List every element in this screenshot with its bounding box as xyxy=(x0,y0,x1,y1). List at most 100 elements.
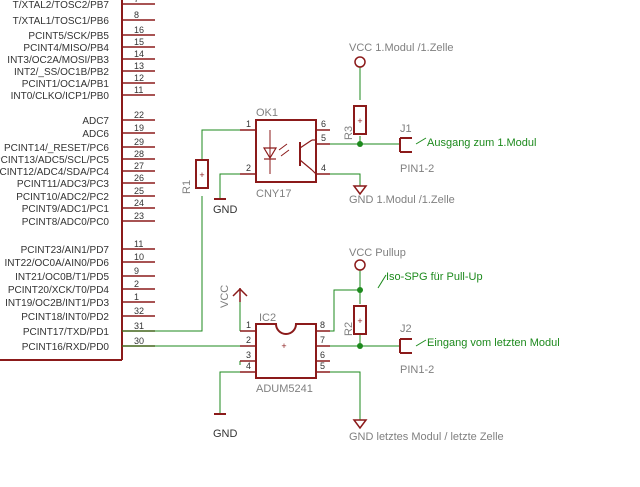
mcu-pin-number: 2 xyxy=(134,279,139,289)
ok1-name: OK1 xyxy=(256,107,278,119)
mcu-pin-number: 32 xyxy=(134,306,144,316)
note-leaders xyxy=(377,137,427,347)
j2-note: Eingang vom letzten Modul xyxy=(427,337,560,349)
ic2-pin8: 8 xyxy=(320,320,325,330)
iso-spg-note: Iso-SPG für Pull-Up xyxy=(386,271,483,283)
ic2-pin7: 7 xyxy=(320,335,325,345)
r1-label: R1 xyxy=(181,180,193,194)
gnd-last-symbol: GND letztes Modul / letzte Zelle xyxy=(349,419,504,443)
vcc-arrow-symbol: VCC xyxy=(219,285,248,308)
mcu-pin-number: 9 xyxy=(134,266,139,276)
mcu-pin-label: PCINT20/XCK/T0/PD4 xyxy=(8,285,110,296)
ic2-pin4: 4 xyxy=(246,361,251,371)
mcu-pin-number: 7 xyxy=(134,0,139,4)
vcc-label: VCC xyxy=(219,285,231,308)
ok1-pin1: 1 xyxy=(246,119,251,129)
ic2-value: ADUM5241 xyxy=(256,383,313,395)
mcu-pin-label: ADC7 xyxy=(82,116,109,127)
svg-text:+: + xyxy=(357,316,362,326)
mcu-pin-label: PCINT23/AIN1/PD7 xyxy=(21,245,110,256)
ok1-pin2: 2 xyxy=(246,163,251,173)
mcu-pin-number: 19 xyxy=(134,123,144,133)
mcu-pin-label: PCINT9/ADC1/PC1 xyxy=(22,204,110,215)
mcu-pin-number: 23 xyxy=(134,211,144,221)
nets xyxy=(122,67,400,420)
mcu-pin-number: 26 xyxy=(134,173,144,183)
mcu-pin-number: 10 xyxy=(134,252,144,262)
ic2-pin6: 6 xyxy=(320,350,325,360)
mcu-pin-number: 13 xyxy=(134,61,144,71)
ic2-name: IC2 xyxy=(259,312,276,324)
gnd-modul-symbol: GND 1.Modul /1.Zelle xyxy=(349,185,455,206)
mcu-pin-label: INT19/OC2B/INT1/PD3 xyxy=(5,298,109,309)
gnd-left-top-symbol: GND xyxy=(213,198,238,216)
mcu-pin-label: PCINT4/MISO/PB4 xyxy=(23,43,109,54)
r2-label: R2 xyxy=(343,322,355,336)
ok1-pin5: 5 xyxy=(321,133,326,143)
isolator-ic2: IC2 + 1 2 3 4 8 7 6 5 ADUM5241 xyxy=(240,312,330,395)
mcu-pin-label: INT3/OC2A/MOSI/PB3 xyxy=(7,55,109,66)
svg-text:+: + xyxy=(281,341,286,351)
vcc-pullup-symbol: VCC Pullup xyxy=(349,247,406,271)
vcc-modul-label: VCC 1.Modul /1.Zelle xyxy=(349,42,454,54)
mcu-pin-number: 11 xyxy=(134,239,143,249)
mcu-pin-number: 15 xyxy=(134,37,144,47)
mcu-pin-number: 28 xyxy=(134,149,144,159)
mcu-pin-number: 31 xyxy=(134,321,144,331)
mcu-pin-number: 8 xyxy=(134,10,139,20)
mcu-pin-label: PCINT13/ADC5/SCL/PC5 xyxy=(0,155,109,166)
mcu-pin-label: PCINT8/ADC0/PC0 xyxy=(22,217,110,228)
vcc-modul-symbol: VCC 1.Modul /1.Zelle xyxy=(349,42,454,68)
mcu-pin-label: PCINT1/OC1A/PB1 xyxy=(22,79,110,90)
mcu-pin-number: 12 xyxy=(134,73,144,83)
mcu-pin-label: INT2/_SS/OC1B/PB2 xyxy=(14,67,109,78)
optocoupler-ok1: OK1 1 2 6 5 4 CNY17 xyxy=(240,107,330,200)
mcu-pin-number: 14 xyxy=(134,49,144,59)
svg-text:+: + xyxy=(357,116,362,126)
resistor-r2: + R2 xyxy=(343,305,367,336)
mcu-pin-label: INT21/OC0B/T1/PD5 xyxy=(15,272,109,283)
mcu-pin-number: 27 xyxy=(134,161,144,171)
gnd-last-label: GND letztes Modul / letzte Zelle xyxy=(349,431,504,443)
mcu-pin-label: PCINT11/ADC3/PC3 xyxy=(17,179,110,190)
connector-j1: J1 PIN1-2 xyxy=(399,123,434,175)
ic2-pin2: 2 xyxy=(246,335,251,345)
mcu-pin-label: PCINT5/SCK/PB5 xyxy=(28,31,109,42)
mcu-pin-label: PCINT18/INT0/PD2 xyxy=(21,312,109,323)
j2-name: J2 xyxy=(400,323,412,335)
ok1-value: CNY17 xyxy=(256,188,291,200)
resistor-r3: + R3 xyxy=(343,105,367,140)
mcu-pin-number: 29 xyxy=(134,137,144,147)
mcu-pin-number: 11 xyxy=(134,85,143,95)
r3-label: R3 xyxy=(343,126,355,140)
mcu-pin-number: 24 xyxy=(134,198,144,208)
mcu-pin-number: 25 xyxy=(134,186,144,196)
mcu-pin-label: ADC6 xyxy=(82,129,109,140)
mcu-symbol: T/XTAL2/TOSC2/PB7 7T/XTAL1/TOSC1/PB6 8PCIN… xyxy=(0,0,155,361)
mcu-pin-number: 16 xyxy=(134,25,144,35)
svg-text:+: + xyxy=(199,170,204,180)
mcu-pin-number: 22 xyxy=(134,110,144,120)
ic2-pin5: 5 xyxy=(320,361,325,371)
mcu-pin-number: 30 xyxy=(134,336,144,346)
ok1-pin4: 4 xyxy=(321,163,326,173)
mcu-pin-label: T/XTAL1/TOSC1/PB6 xyxy=(13,16,110,27)
mcu-pin-label: T/XTAL2/TOSC2/PB7 xyxy=(13,0,110,11)
resistor-r1: + R1 xyxy=(181,159,209,194)
vcc-pullup-label: VCC Pullup xyxy=(349,247,406,259)
j1-name: J1 xyxy=(400,123,412,135)
mcu-pin-label: PCINT12/ADC4/SDA/PC4 xyxy=(0,167,109,178)
mcu-pin-label: PCINT14/_RESET/PC6 xyxy=(4,143,109,154)
junctions xyxy=(357,141,363,349)
mcu-pin-label: PCINT17/TXD/PD1 xyxy=(23,327,110,338)
j1-note: Ausgang zum 1.Modul xyxy=(427,137,536,149)
ic2-pin3: 3 xyxy=(246,350,251,360)
j2-value: PIN1-2 xyxy=(400,364,434,376)
mcu-pin-list: T/XTAL2/TOSC2/PB7 7T/XTAL1/TOSC1/PB6 8PCIN… xyxy=(0,0,155,353)
mcu-pin-number: 1 xyxy=(134,292,139,302)
ic2-pin1: 1 xyxy=(246,320,251,330)
mcu-pin-label: INT0/CLKO/ICP1/PB0 xyxy=(11,91,110,102)
connector-j2: J2 PIN1-2 xyxy=(399,323,434,376)
